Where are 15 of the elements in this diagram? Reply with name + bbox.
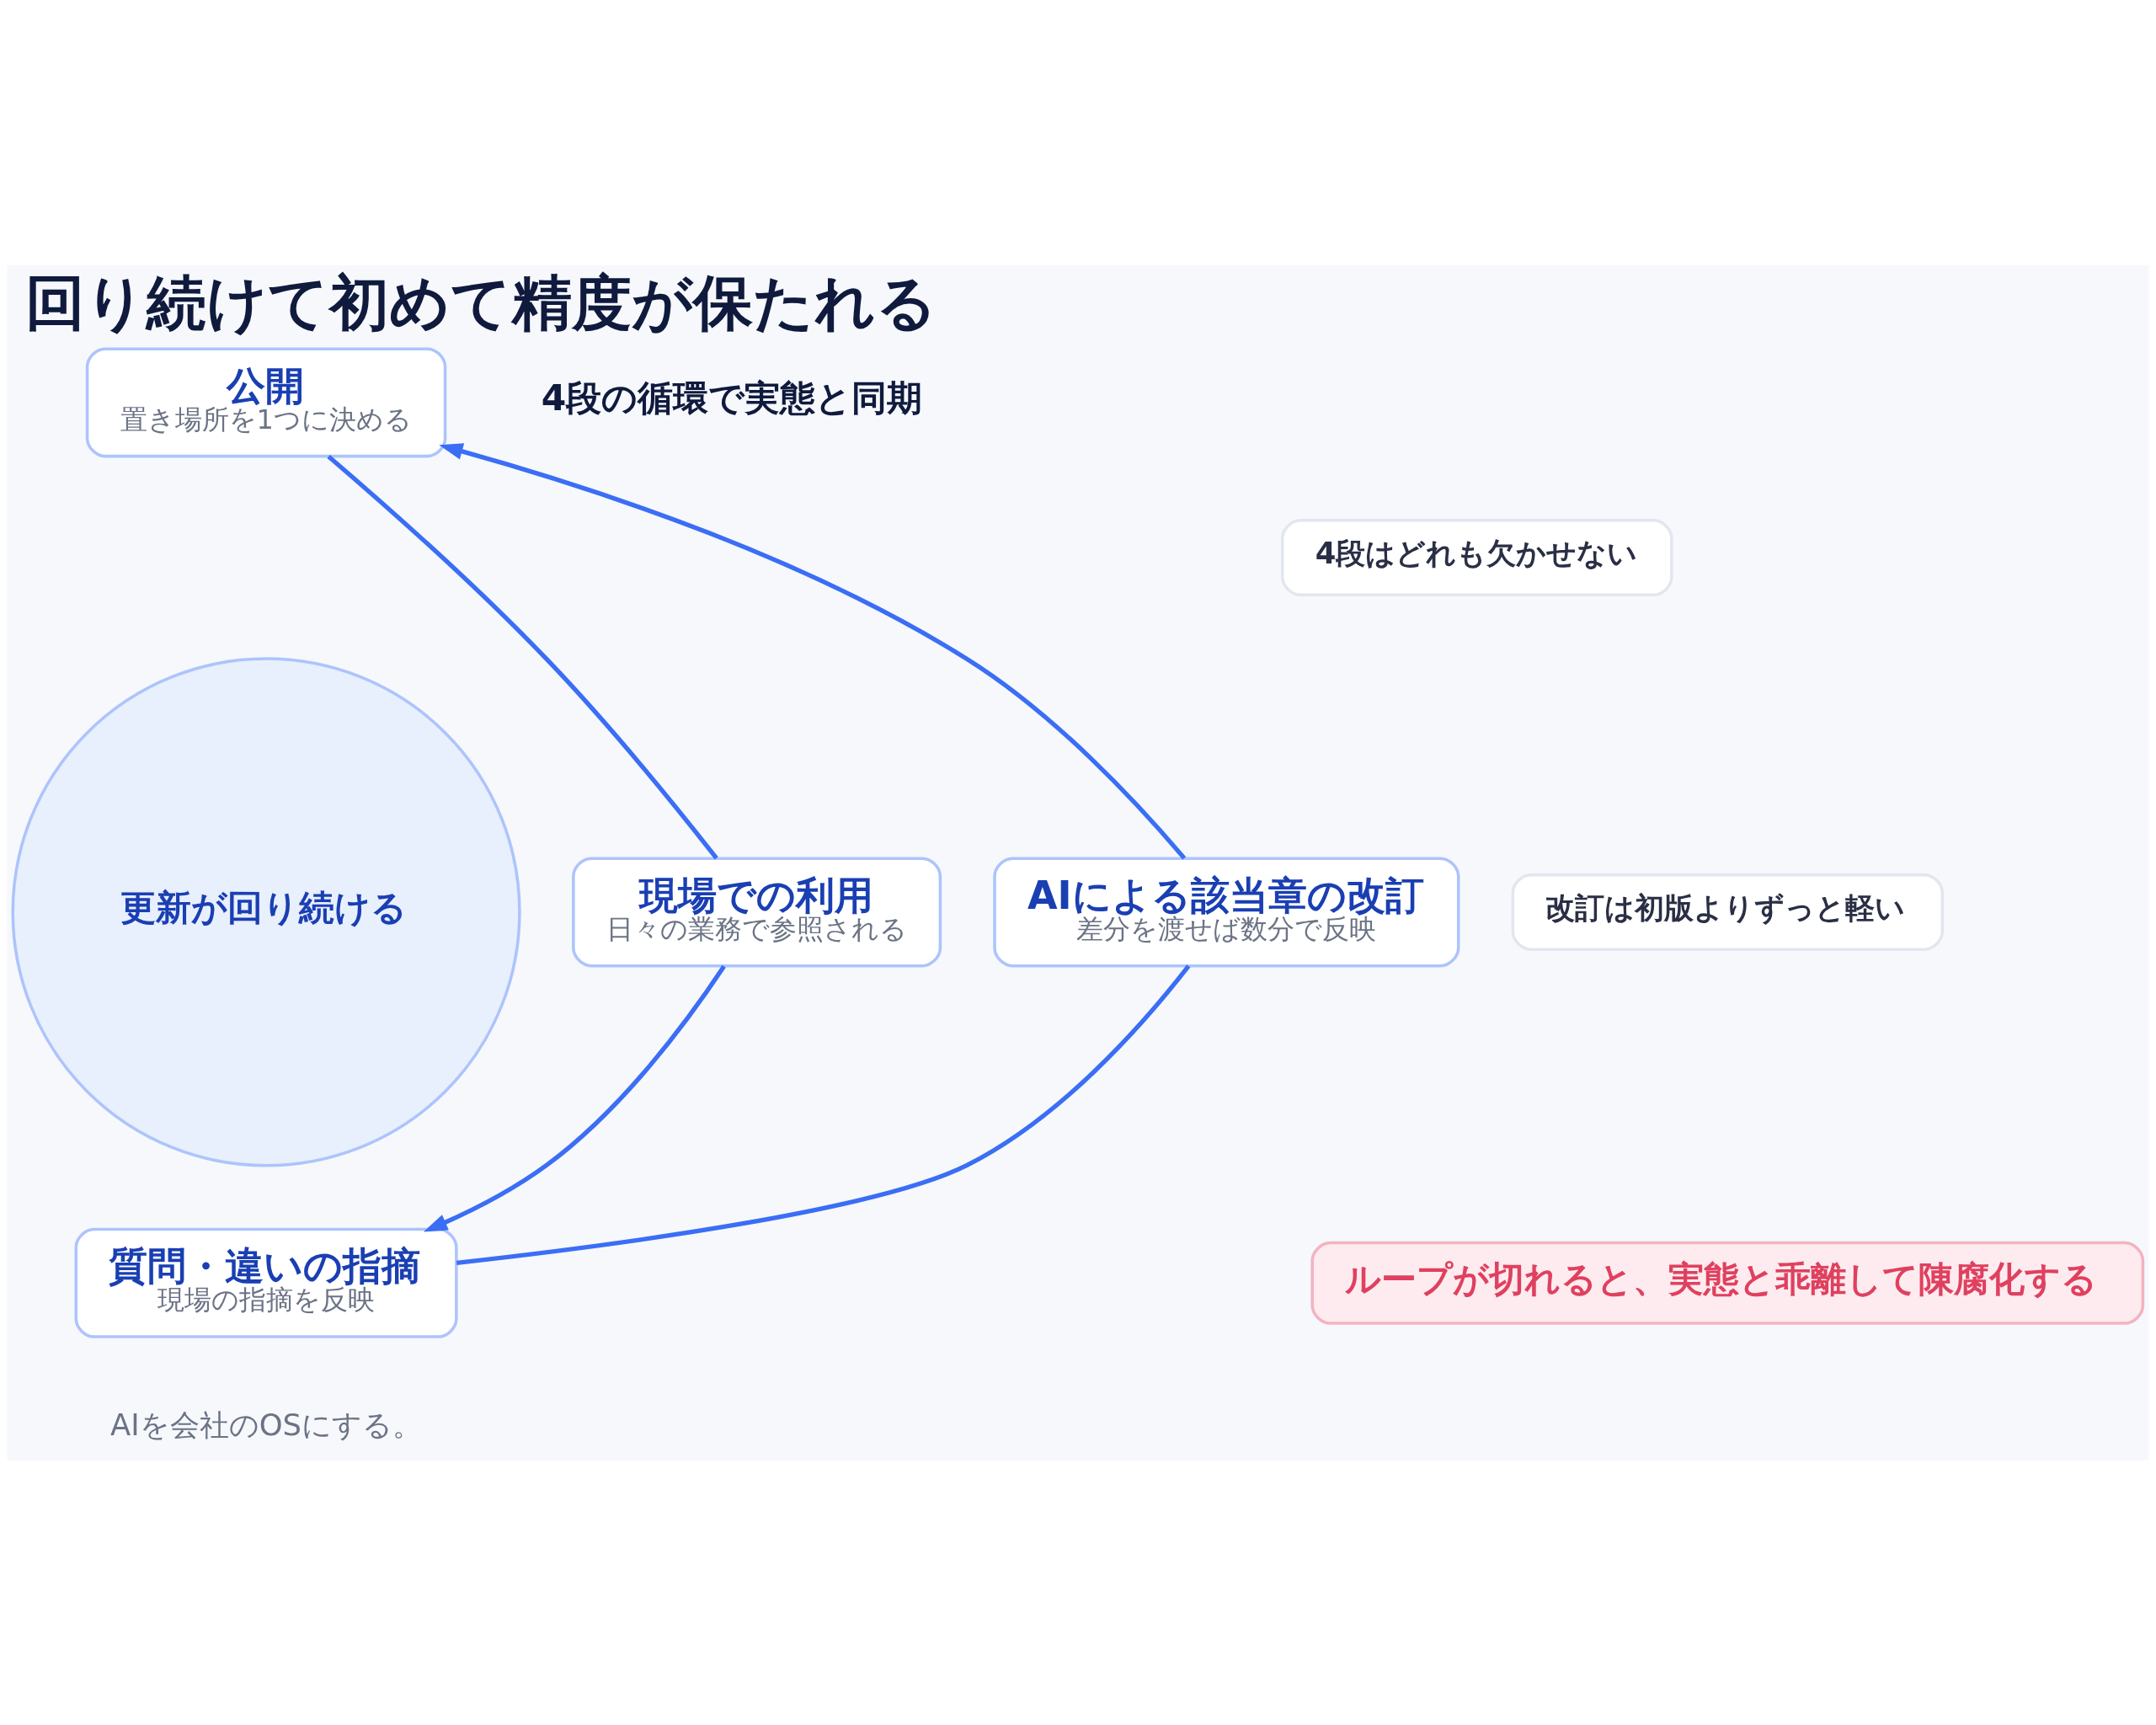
node-box: 質問・違いの指摘 現場の指摘を反映 [74, 1227, 458, 1338]
node-box: ループが切れると、実態と乖離して陳腐化する [1310, 1241, 2145, 1325]
node-box: 現場での利用 日々の業務で参照される [572, 856, 942, 967]
node-box: AIによる該当章の改訂 差分を渡せば数分で反映 [993, 856, 1460, 967]
arrow [439, 442, 1187, 860]
connector [456, 964, 1191, 1265]
node-circle: 更新が回り続ける [11, 656, 521, 1167]
label: 4段の循環で実態と同期 [541, 377, 923, 419]
node-box: 改訂は初版よりずっと軽い [1511, 873, 1945, 951]
arrow [423, 964, 726, 1232]
node-box: 公開 置き場所を1つに決める [85, 346, 447, 457]
diagram-title: 回り続けて初めて精度が保たれる [24, 267, 937, 338]
connector [327, 454, 718, 860]
node-box: 4段はどれも欠かせない [1281, 518, 1673, 596]
caption: AIを会社のOSにする。 [110, 1407, 423, 1442]
